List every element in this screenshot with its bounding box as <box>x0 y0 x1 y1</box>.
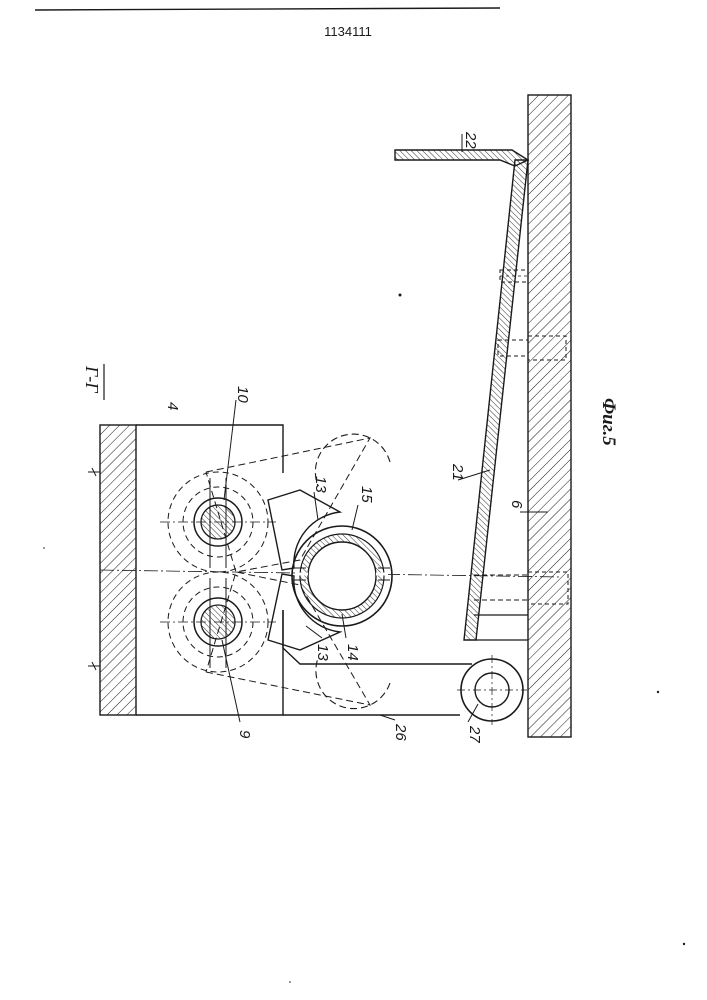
callout-14: 14 <box>344 644 361 661</box>
frame-body <box>136 425 283 715</box>
figure-caption: Фиг.5 <box>598 398 619 446</box>
tray-21 <box>464 160 528 640</box>
callout-13-lower: 13 <box>314 644 331 661</box>
callout-13-upper: 13 <box>312 476 329 493</box>
callout-27: 27 <box>466 725 483 743</box>
roller-9 <box>160 572 276 672</box>
callout-15: 15 <box>358 486 375 503</box>
roller-10 <box>160 472 276 572</box>
callout-26: 26 <box>392 723 409 741</box>
callout-9: 9 <box>236 730 253 739</box>
mounting-marks <box>88 468 100 670</box>
patent-number: 1134111 <box>324 24 372 39</box>
angle-bracket-22 <box>395 150 528 166</box>
roller-27 <box>457 655 527 725</box>
callout-6: 6 <box>508 500 525 509</box>
lever-26 <box>283 610 472 715</box>
top-border-line <box>35 8 500 10</box>
callout-10: 10 <box>234 386 251 403</box>
callout-22: 22 <box>462 131 479 149</box>
callout-21: 21 <box>449 463 466 481</box>
svg-text:Г-Г: Г-Г <box>82 365 102 393</box>
tube-clamp <box>292 526 392 626</box>
base-plate <box>528 95 571 737</box>
scan-specks <box>43 294 685 983</box>
section-label: Г-Г <box>82 364 104 400</box>
callout-4: 4 <box>164 402 181 410</box>
